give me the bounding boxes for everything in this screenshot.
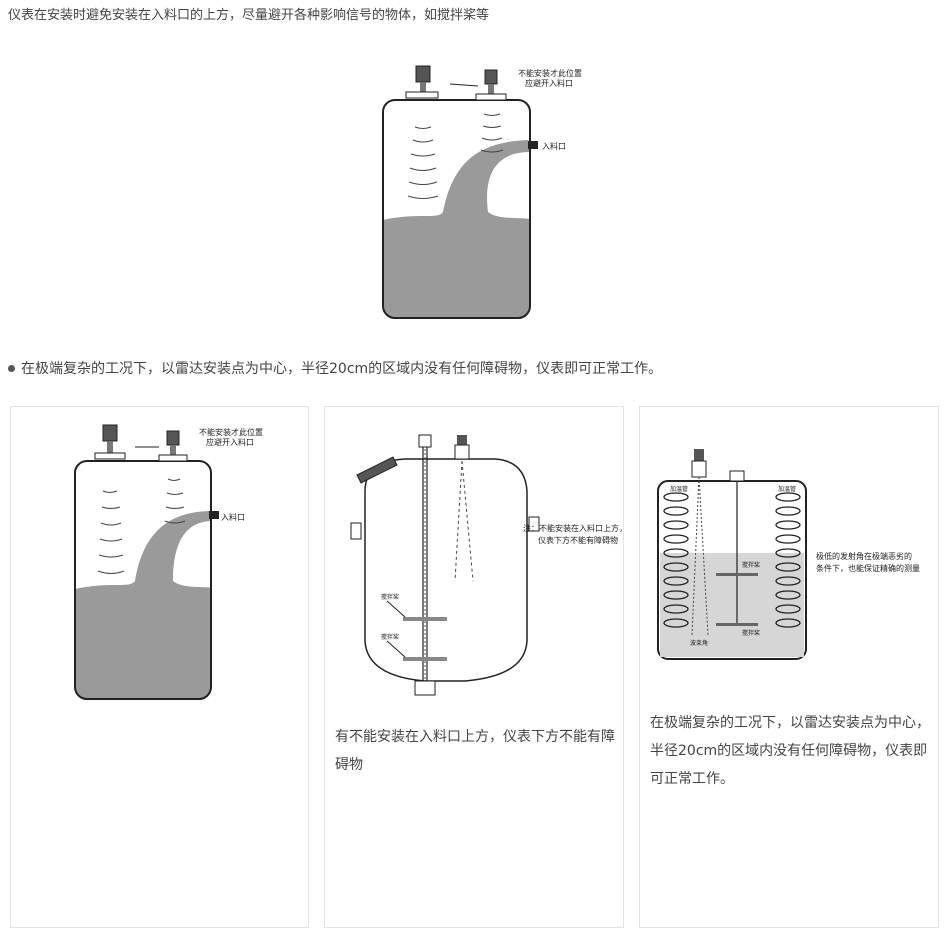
card-inlet-example: 不能安装才此位置 应避开入料口 入料口 (10, 406, 309, 928)
no-install-label-1b: 不能安装才此位置 (199, 427, 263, 437)
tank-heating-tube-diagram: 加温管 加温管 搅拌桨 搅拌桨 波束角 极低的发射角在极端恶劣的 条件下，也能保… (657, 449, 920, 660)
bullet-paragraph: 在极端复杂的工况下，以雷达安装点为中心，半径20cm的区域内没有任何障碍物，仪表… (8, 358, 662, 378)
tank-inlet-diagram-2: 不能安装才此位置 应避开入料口 入料口 (74, 424, 263, 700)
tank-inlet-diagram: 不能安装才此位置 应避开入料口 入料口 (382, 65, 582, 319)
no-install-label-2b: 应避开入料口 (206, 437, 254, 447)
card-caption: 有不能安装在入料口上方，仪表下方不能有障碍物 (335, 729, 615, 773)
agitator-label-1: 搅拌桨 (381, 593, 399, 601)
no-install-label-2: 应避开入料口 (525, 78, 573, 88)
inlet-label: 入料口 (542, 141, 566, 151)
card-caption: 在极端复杂的工况下，以雷达安装点为中心，半径20cm的区域内没有任何障碍物，仪表… (650, 715, 930, 787)
beam-angle-label: 波束角 (690, 639, 708, 647)
bullet-dot (8, 364, 15, 372)
inlet-label-b: 入料口 (221, 512, 245, 522)
agitator-label-2: 搅拌桨 (381, 633, 399, 641)
reactor-agitator-diagram: 搅拌桨 搅拌桨 注：不能安装在入料口上方， 仪表下方不能有障碍物 (350, 434, 625, 696)
heating-tube-label-left: 加温管 (670, 485, 688, 493)
heating-tube-label-right: 加温管 (778, 485, 796, 493)
note-line-2: 仪表下方不能有障碍物 (538, 535, 618, 545)
card-beam-example: 加温管 加温管 搅拌桨 搅拌桨 波束角 极低的发射角在极端恶劣的 条件下，也能保… (639, 406, 939, 928)
no-install-label-1: 不能安装才此位置 (518, 68, 582, 78)
intro-text: 仪表在安装时避免安装在入料口的上方，尽量避开各种影响信号的物体，如搅拌桨等 (8, 8, 490, 23)
beam-note-line-2: 条件下，也能保证精确的测量 (816, 563, 920, 573)
agitator-label-4: 搅拌桨 (742, 629, 760, 637)
bullet-text: 在极端复杂的工况下，以雷达安装点为中心，半径20cm的区域内没有任何障碍物，仪表… (21, 361, 663, 377)
agitator-label-3: 搅拌桨 (742, 561, 760, 569)
beam-note-line-1: 极低的发射角在极端恶劣的 (816, 551, 912, 561)
note-line-1: 注：不能安装在入料口上方， (523, 523, 625, 533)
card-agitator-example: 搅拌桨 搅拌桨 注：不能安装在入料口上方， 仪表下方不能有障碍物 有不能安装在入… (324, 406, 625, 928)
